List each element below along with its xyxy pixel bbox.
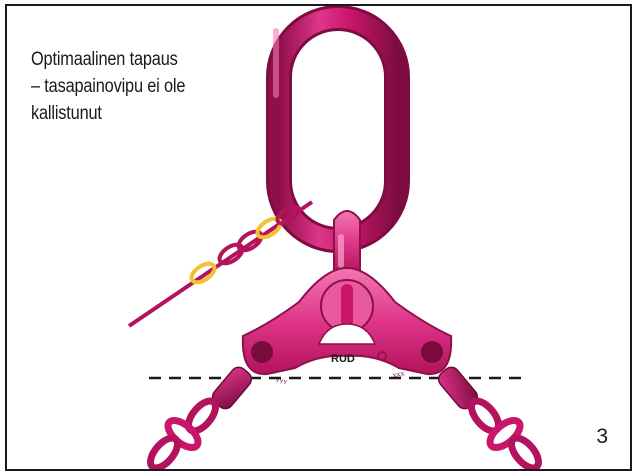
caption-line-1: Optimaalinen tapaus [31,46,185,73]
caption: Optimaalinen tapaus – tasapainovipu ei o… [31,46,185,127]
slide-frame: RUD YYY XXX Optimaalinen tapaus – tasapa… [5,4,632,471]
caption-line-2: – tasapainovipu ei ole [31,73,185,100]
plate-brand-label: RUD [331,353,355,365]
balance-plate: RUD YYY XXX [243,268,451,386]
right-chain-leg [435,364,543,471]
shackle [334,211,360,274]
page-number: 3 [596,425,608,449]
caption-line-3: kallistunut [31,100,185,127]
left-chain-leg [146,364,255,471]
plate-left-mark: YYY [275,378,288,386]
tilted-chain [129,202,312,326]
